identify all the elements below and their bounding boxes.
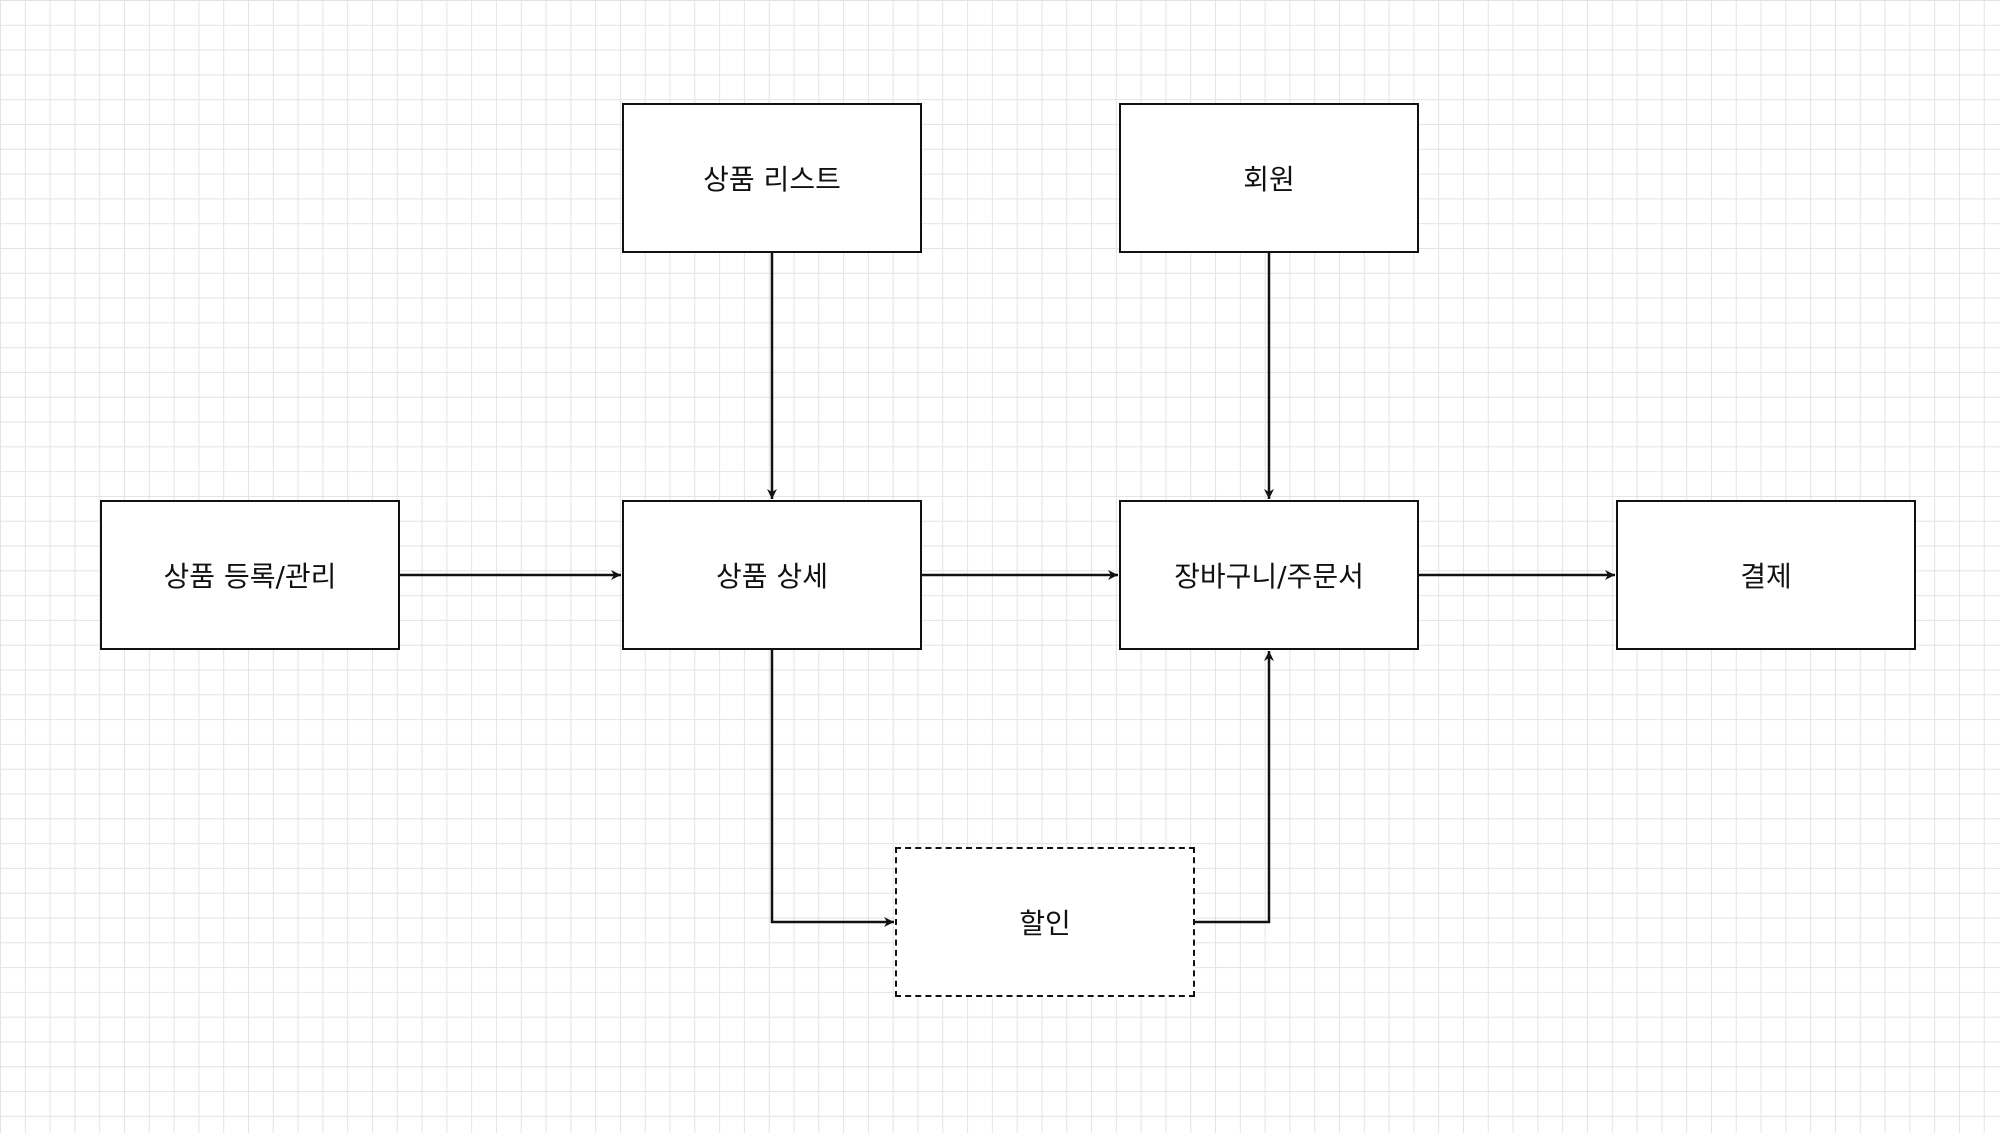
edge-discount-to-cart-order [1195, 651, 1274, 924]
edge-product-detail-to-discount [770, 650, 894, 927]
node-product-register-label: 상품 등록/관리 [163, 560, 337, 593]
node-product-detail[interactable]: 상품 상세 [622, 500, 922, 650]
node-discount-label: 할인 [1019, 907, 1071, 940]
node-member-label: 회원 [1243, 163, 1295, 196]
node-product-list-label: 상품 리스트 [703, 163, 841, 196]
node-payment-label: 결제 [1740, 560, 1792, 593]
node-payment[interactable]: 결제 [1616, 500, 1916, 650]
node-product-detail-label: 상품 상세 [716, 560, 828, 593]
node-cart-order-label: 장바구니/주문서 [1174, 560, 1364, 593]
node-product-list[interactable]: 상품 리스트 [622, 103, 922, 253]
node-member[interactable]: 회원 [1119, 103, 1419, 253]
node-product-register[interactable]: 상품 등록/관리 [100, 500, 400, 650]
node-cart-order[interactable]: 장바구니/주문서 [1119, 500, 1419, 650]
node-discount[interactable]: 할인 [895, 847, 1195, 997]
